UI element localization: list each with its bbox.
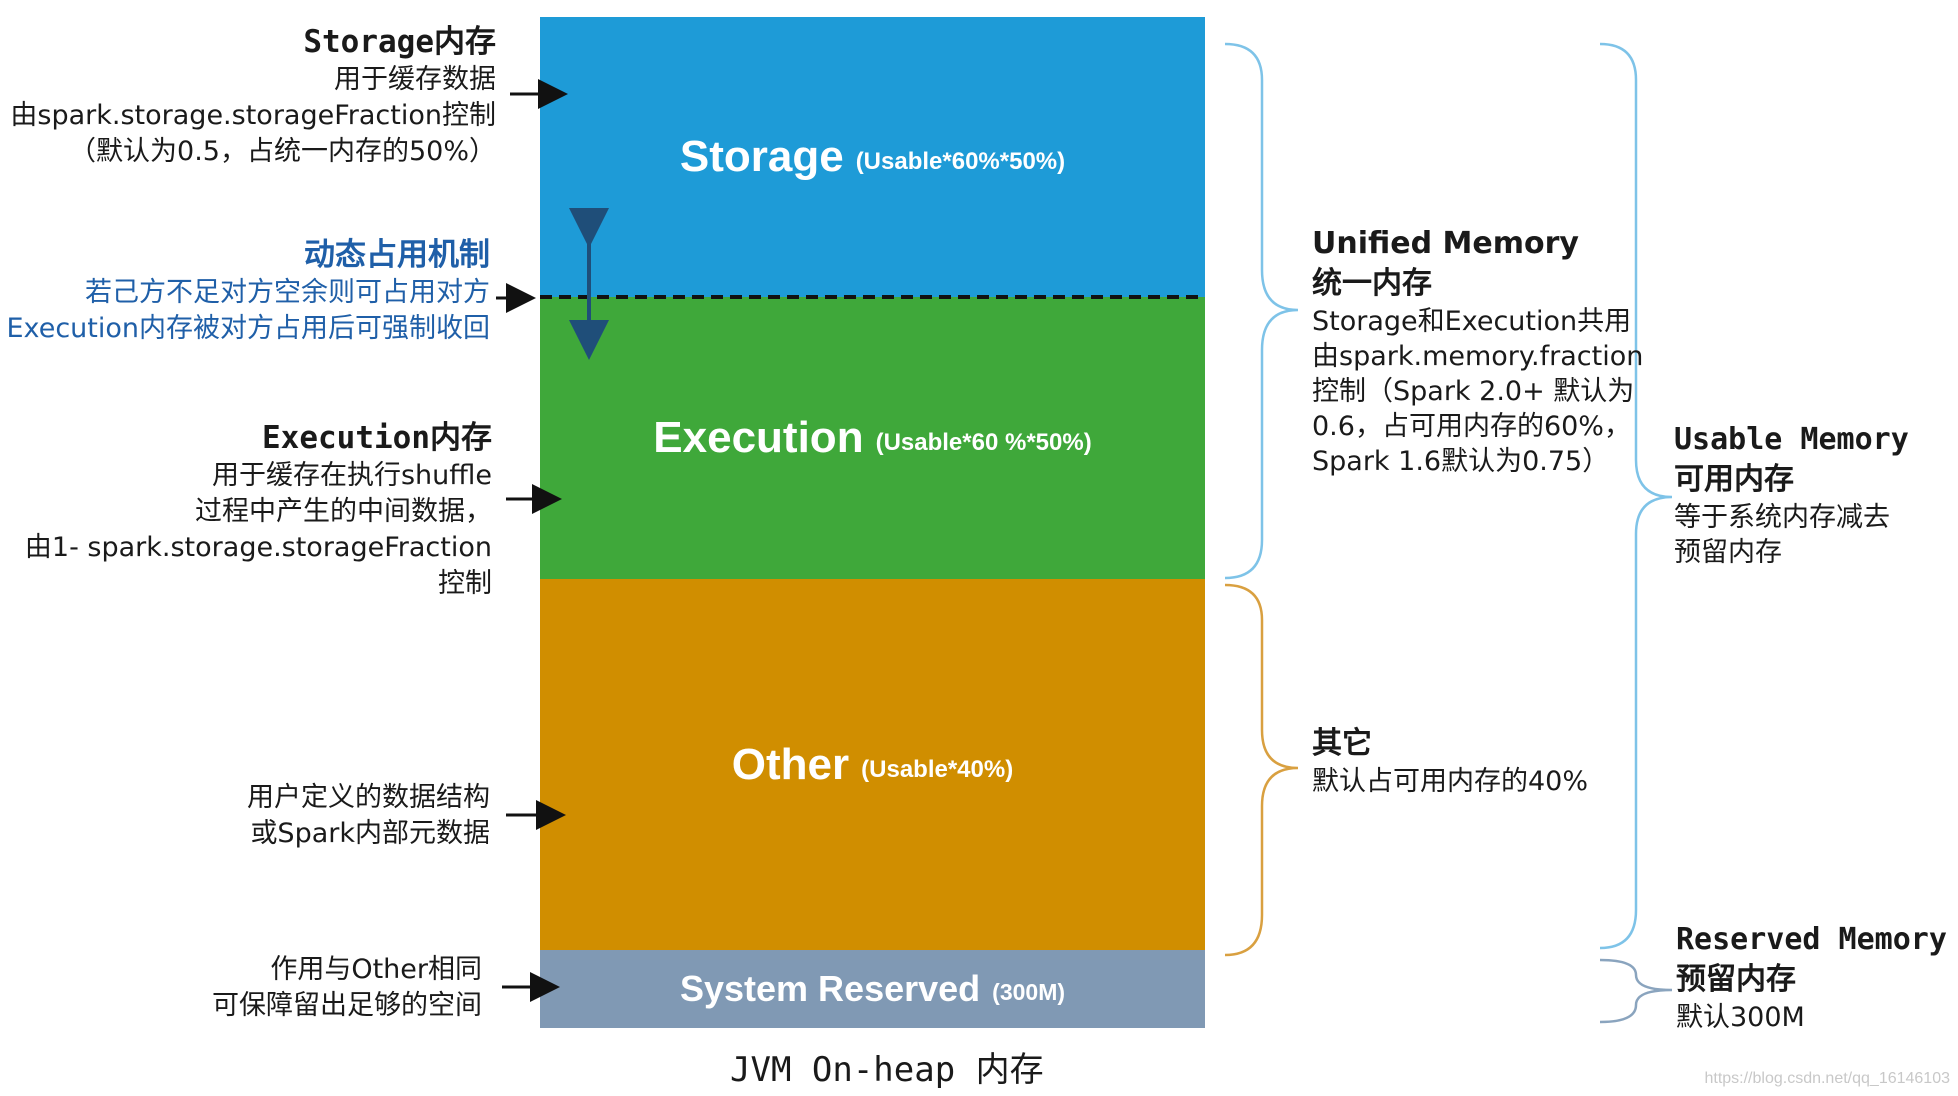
- left-other-note: 用户定义的数据结构 或Spark内部元数据: [247, 780, 490, 852]
- right-unified-line-2: 由spark.memory.fraction: [1312, 341, 1644, 372]
- right-usable-line-1: 等于系统内存减去: [1674, 502, 1890, 533]
- storage-block-name: Storage: [679, 132, 844, 181]
- other-block-detail: (Usable*40%): [861, 755, 1014, 783]
- left-storage-line-2: 由spark.storage.storageFraction控制: [10, 100, 496, 131]
- other-block: Other (Usable*40%): [540, 579, 1205, 950]
- brace-other: [1224, 583, 1299, 957]
- diagram-caption: JVM On-heap 内存: [730, 1050, 1044, 1090]
- right-other-line-1: 默认占可用内存的40%: [1312, 766, 1589, 797]
- left-execution-title: Execution内存: [262, 420, 492, 456]
- storage-block: Storage (Usable*60%*50%): [540, 17, 1205, 297]
- left-other-line-1: 用户定义的数据结构: [247, 782, 490, 813]
- execution-block-name: Execution: [653, 413, 864, 462]
- storage-block-detail: (Usable*60%*50%): [855, 148, 1066, 175]
- left-storage-note: Storage内存 用于缓存数据 由spark.storage.storageF…: [10, 22, 496, 170]
- left-storage-line-3: （默认为0.5，占统一内存的50%）: [69, 136, 496, 167]
- right-other-note: 其它 默认占可用内存的40%: [1312, 724, 1588, 799]
- right-reserved-line-1: 默认300M: [1676, 1002, 1805, 1033]
- execution-block-detail: (Usable*60 %*50%): [875, 429, 1092, 456]
- system-reserved-detail: (300M): [992, 978, 1066, 1005]
- right-usable-title-cn: 可用内存: [1674, 462, 1794, 497]
- left-dynamic-note: 动态占用机制 若己方不足对方空余则可占用对方 Execution内存被对方占用后…: [7, 235, 491, 347]
- right-other-title: 其它: [1312, 726, 1372, 761]
- right-usable-note: Usable Memory 可用内存 等于系统内存减去 预留内存: [1674, 420, 1909, 570]
- right-unified-line-1: Storage和Execution共用: [1312, 306, 1632, 337]
- execution-block: Execution (Usable*60 %*50%): [540, 297, 1205, 579]
- other-block-name: Other: [731, 739, 850, 789]
- left-execution-note: Execution内存 用于缓存在执行shuffle 过程中产生的中间数据， 由…: [0, 418, 492, 602]
- left-dynamic-line-1: 若己方不足对方空余则可占用对方: [85, 277, 490, 308]
- left-storage-line-1: 用于缓存数据: [334, 64, 496, 95]
- right-unified-title-en: Unified Memory: [1312, 226, 1579, 261]
- left-execution-line-2: 过程中产生的中间数据，: [195, 496, 492, 527]
- brace-reserved: [1599, 958, 1673, 1024]
- system-reserved-name: System Reserved: [679, 968, 981, 1009]
- left-reserved-line-1: 作用与Other相同: [270, 954, 482, 985]
- watermark: https://blog.csdn.net/qq_16146103: [1704, 1070, 1950, 1087]
- right-unified-line-3: 控制（Spark 2.0+ 默认为: [1312, 376, 1635, 407]
- system-reserved-block: System Reserved (300M): [540, 950, 1205, 1028]
- left-dynamic-title: 动态占用机制: [304, 237, 490, 273]
- brace-usable: [1599, 42, 1673, 950]
- left-reserved-line-2: 可保障留出足够的空间: [212, 990, 482, 1021]
- right-unified-title-cn: 统一内存: [1312, 266, 1432, 301]
- right-reserved-title-en: Reserved Memory: [1676, 922, 1947, 957]
- left-execution-line-3: 由1- spark.storage.storageFraction控制: [24, 532, 492, 599]
- left-execution-line-1: 用于缓存在执行shuffle: [211, 460, 492, 491]
- right-reserved-note: Reserved Memory 预留内存 默认300M: [1676, 920, 1947, 1035]
- right-unified-line-4: 0.6，占可用内存的60%，: [1312, 411, 1631, 442]
- left-storage-title: Storage内存: [303, 24, 496, 60]
- left-dynamic-line-2: Execution内存被对方占用后可强制收回: [6, 313, 491, 344]
- right-usable-line-2: 预留内存: [1674, 537, 1782, 568]
- right-unified-note: Unified Memory 统一内存 Storage和Execution共用 …: [1312, 224, 1643, 479]
- brace-unified: [1224, 42, 1299, 580]
- left-reserved-note: 作用与Other相同 可保障留出足够的空间: [212, 952, 482, 1024]
- left-other-line-2: 或Spark内部元数据: [250, 818, 490, 849]
- right-usable-title-en: Usable Memory: [1674, 422, 1909, 457]
- right-reserved-title-cn: 预留内存: [1676, 962, 1796, 997]
- right-unified-line-5: Spark 1.6默认为0.75）: [1312, 446, 1610, 477]
